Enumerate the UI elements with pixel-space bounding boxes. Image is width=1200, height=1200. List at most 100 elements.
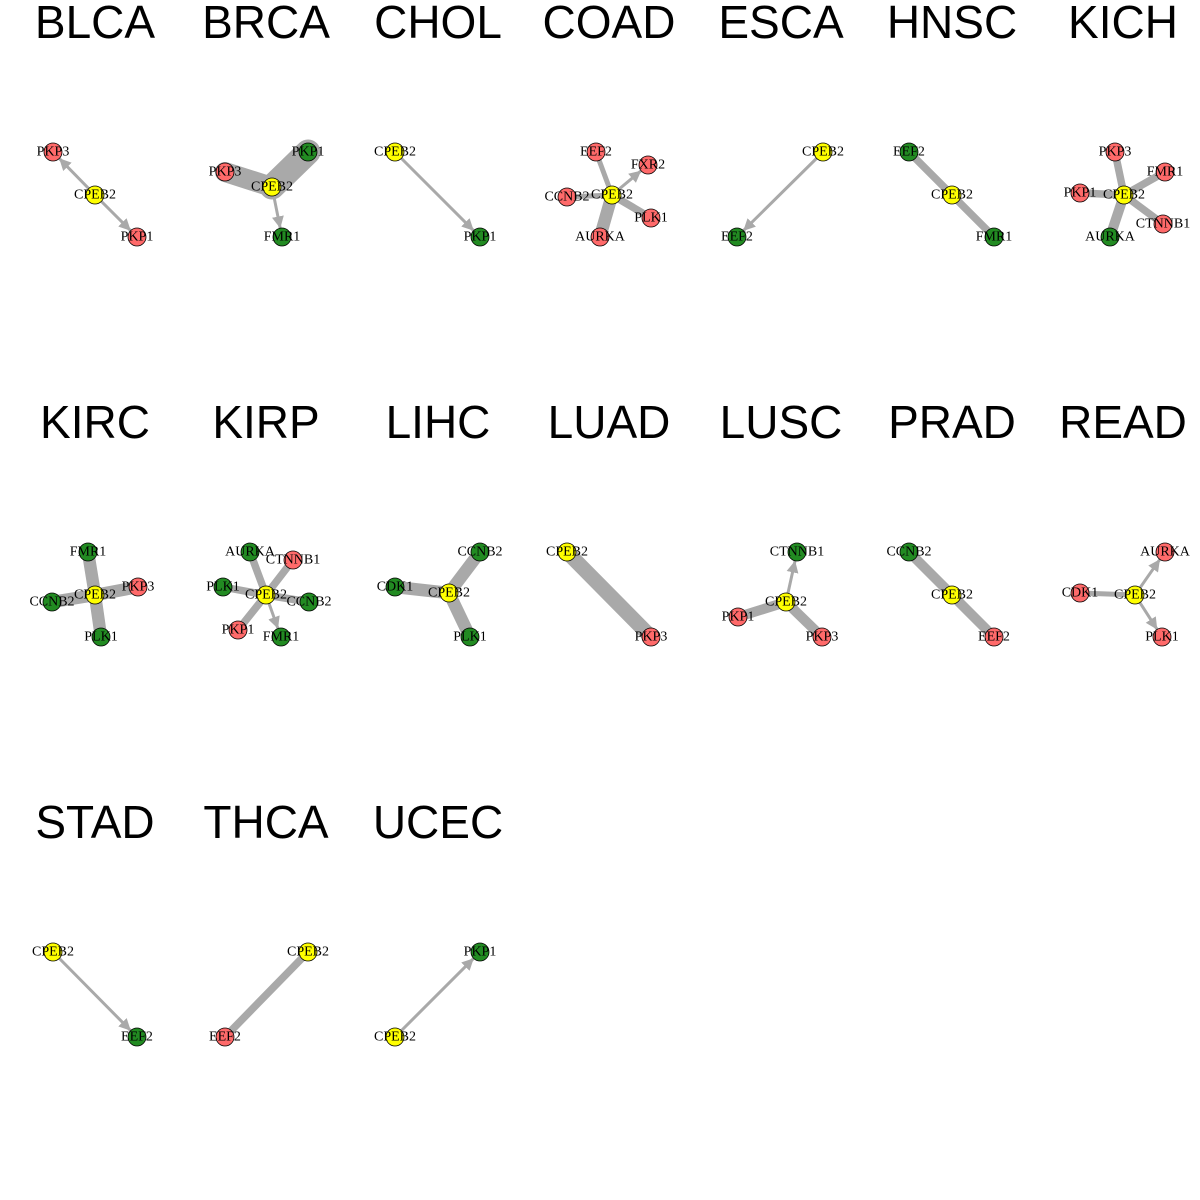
panel-title: THCA bbox=[203, 796, 329, 848]
node-cpeb2 bbox=[262, 177, 282, 197]
edge-cpeb2-eef2 bbox=[947, 590, 999, 642]
node-label: FMR1 bbox=[263, 630, 300, 645]
node-label: CPEB2 bbox=[74, 588, 116, 603]
node-label: CCNB2 bbox=[544, 190, 589, 205]
panel-title: COAD bbox=[543, 0, 676, 48]
node-eef2 bbox=[984, 627, 1004, 647]
edge-cpeb2-pkp1 bbox=[393, 150, 475, 232]
node-cpeb2 bbox=[776, 592, 796, 612]
node-pkp1 bbox=[470, 942, 490, 962]
node-label: CDK1 bbox=[1062, 586, 1099, 601]
edge-cpeb2-eef2 bbox=[221, 948, 312, 1041]
node-cdk1 bbox=[385, 577, 405, 597]
node-pkp1 bbox=[298, 142, 318, 162]
edge-cpeb2-pkp1 bbox=[393, 957, 475, 1039]
node-label: EEF2 bbox=[893, 145, 925, 160]
node-label: EEF2 bbox=[580, 145, 612, 160]
node-pkp1 bbox=[127, 227, 147, 247]
node-label: CPEB2 bbox=[245, 588, 287, 603]
node-ctnnb1 bbox=[283, 550, 303, 570]
node-label: PKP3 bbox=[806, 630, 839, 645]
node-cpeb2 bbox=[298, 942, 318, 962]
node-pkp1 bbox=[228, 620, 248, 640]
node-eef2 bbox=[586, 142, 606, 162]
node-aurka bbox=[1155, 542, 1175, 562]
node-cdk1 bbox=[1070, 583, 1090, 603]
node-label: CPEB2 bbox=[931, 188, 973, 203]
node-fxr2 bbox=[638, 155, 658, 175]
node-label: PLK1 bbox=[206, 580, 239, 595]
panel-title: ESCA bbox=[718, 0, 844, 48]
node-plk1 bbox=[1152, 627, 1172, 647]
panel-title: BLCA bbox=[35, 0, 155, 48]
node-cpeb2 bbox=[385, 1027, 405, 1047]
panel-title: LUSC bbox=[720, 396, 843, 448]
node-label: CPEB2 bbox=[1103, 188, 1145, 203]
node-label: PKP1 bbox=[464, 230, 497, 245]
node-label: CPEB2 bbox=[546, 545, 588, 560]
node-label: EEF2 bbox=[121, 1030, 153, 1045]
node-label: CPEB2 bbox=[1114, 588, 1156, 603]
node-label: PLK1 bbox=[634, 211, 667, 226]
node-cpeb2 bbox=[85, 185, 105, 205]
node-pkp1 bbox=[470, 227, 490, 247]
node-label: CTNNB1 bbox=[266, 553, 320, 568]
node-label: CPEB2 bbox=[591, 188, 633, 203]
node-label: CCNB2 bbox=[29, 595, 74, 610]
node-pkp1 bbox=[1070, 183, 1090, 203]
panel-title: LUAD bbox=[548, 396, 671, 448]
node-cpeb2 bbox=[256, 585, 276, 605]
node-plk1 bbox=[213, 577, 233, 597]
node-label: AURKA bbox=[225, 545, 276, 560]
node-cpeb2 bbox=[1125, 585, 1145, 605]
node-cpeb2 bbox=[439, 583, 459, 603]
node-aurka bbox=[240, 542, 260, 562]
node-label: EEF2 bbox=[721, 230, 753, 245]
node-label: PKP1 bbox=[222, 623, 255, 638]
panel-title: CHOL bbox=[374, 0, 502, 48]
node-ccnb2 bbox=[299, 592, 319, 612]
node-label: AURKA bbox=[1140, 545, 1191, 560]
node-label: PKP1 bbox=[464, 945, 497, 960]
node-label: FMR1 bbox=[976, 230, 1013, 245]
panel-title: UCEC bbox=[373, 796, 503, 848]
node-label: PKP3 bbox=[37, 145, 70, 160]
node-label: AURKA bbox=[575, 230, 626, 245]
node-eef2 bbox=[127, 1027, 147, 1047]
node-fmr1 bbox=[984, 227, 1004, 247]
node-label: PKP3 bbox=[635, 630, 668, 645]
node-label: CPEB2 bbox=[287, 945, 329, 960]
node-label: CTNNB1 bbox=[1136, 217, 1190, 232]
edge-cpeb2-fmr1 bbox=[948, 191, 998, 241]
panel-title: STAD bbox=[35, 796, 154, 848]
node-label: CPEB2 bbox=[802, 145, 844, 160]
node-pkp3 bbox=[1105, 142, 1125, 162]
node-pkp3 bbox=[128, 577, 148, 597]
node-pkp3 bbox=[641, 627, 661, 647]
node-cpeb2 bbox=[1114, 185, 1134, 205]
edge-cpeb2-ccnb2 bbox=[904, 547, 957, 600]
node-label: CCNB2 bbox=[886, 545, 931, 560]
node-label: PKP3 bbox=[122, 580, 155, 595]
node-label: CPEB2 bbox=[374, 145, 416, 160]
node-label: CPEB2 bbox=[931, 588, 973, 603]
panel-title: KIRP bbox=[212, 396, 319, 448]
node-label: FMR1 bbox=[1147, 165, 1184, 180]
node-eef2 bbox=[727, 227, 747, 247]
node-eef2 bbox=[215, 1027, 235, 1047]
node-ccnb2 bbox=[557, 187, 577, 207]
node-cpeb2 bbox=[942, 185, 962, 205]
node-pkp1 bbox=[728, 607, 748, 627]
node-label: CPEB2 bbox=[74, 188, 116, 203]
